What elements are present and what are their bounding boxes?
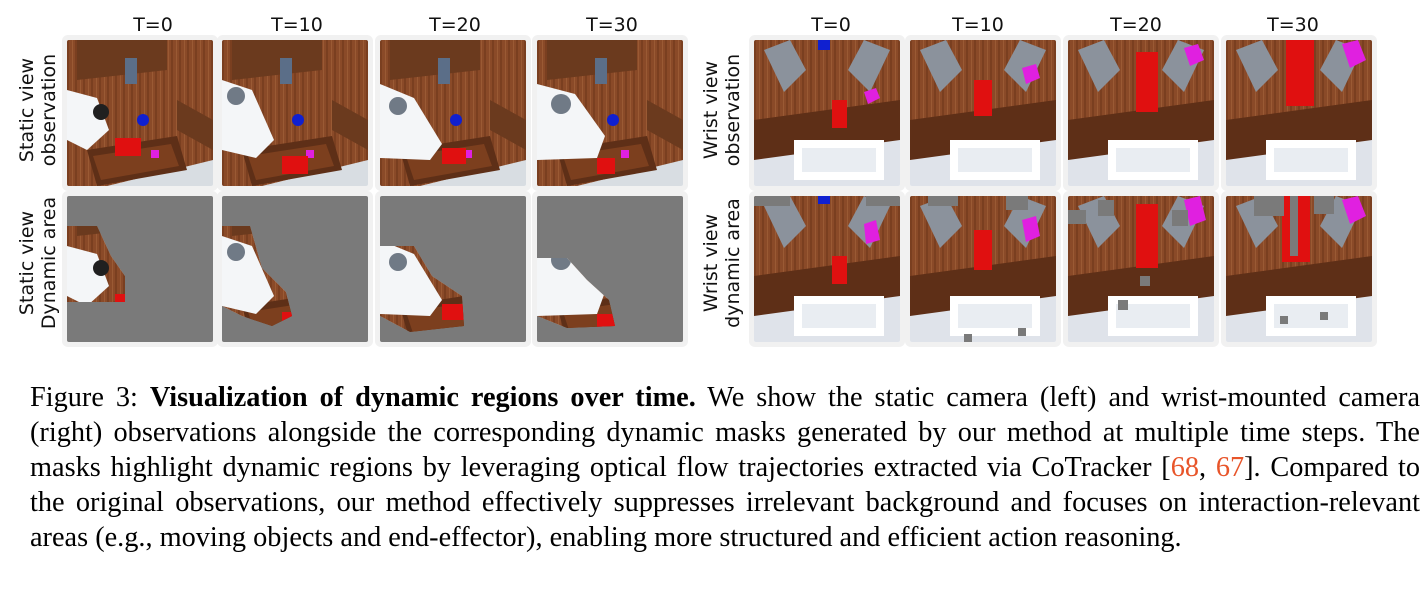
static-observation-t10 [222,40,368,186]
wrist-observation-t10 [910,40,1056,186]
wrist-observation-t30 [1226,40,1372,186]
citation-link[interactable]: 68 [1170,452,1199,483]
caption-separator: , [1198,452,1216,483]
caption-prefix: Figure 3: [30,382,150,413]
time-label: T=10 [952,14,1004,36]
static-dynamic-t10 [222,196,368,342]
wrist-dynamic-t30 [1226,196,1372,342]
wrist-dynamic-t10 [910,196,1056,342]
figure: T=0 T=10 T=20 T=30 T=0 T=10 T=20 T=30 St… [16,14,1372,342]
static-observation-t0 [67,40,213,186]
caption-body: ]. Compared to the original observations… [30,452,1421,553]
caption-body: We show the static camera (left) and wri… [30,382,1421,483]
time-label: T=20 [1110,14,1162,36]
static-dynamic-t20 [380,196,526,342]
time-label: T=30 [586,14,638,36]
time-label: T=0 [133,14,173,36]
time-label: T=20 [429,14,481,36]
caption-title: Visualization of dynamic regions over ti… [149,382,696,413]
static-dynamic-t30 [537,196,683,342]
time-label: T=30 [1267,14,1319,36]
wrist-observation-t0 [754,40,900,186]
citation-link[interactable]: 67 [1215,452,1245,483]
static-dynamic-t0 [67,196,213,342]
static-observation-t20 [380,40,526,186]
figure-caption: Figure 3: Visualization of dynamic regio… [30,380,1420,555]
time-label: T=10 [271,14,323,36]
wrist-dynamic-t0 [754,196,900,342]
static-observation-t30 [537,40,683,186]
wrist-dynamic-t20 [1068,196,1214,342]
wrist-observation-t20 [1068,40,1214,186]
time-label: T=0 [811,14,851,36]
